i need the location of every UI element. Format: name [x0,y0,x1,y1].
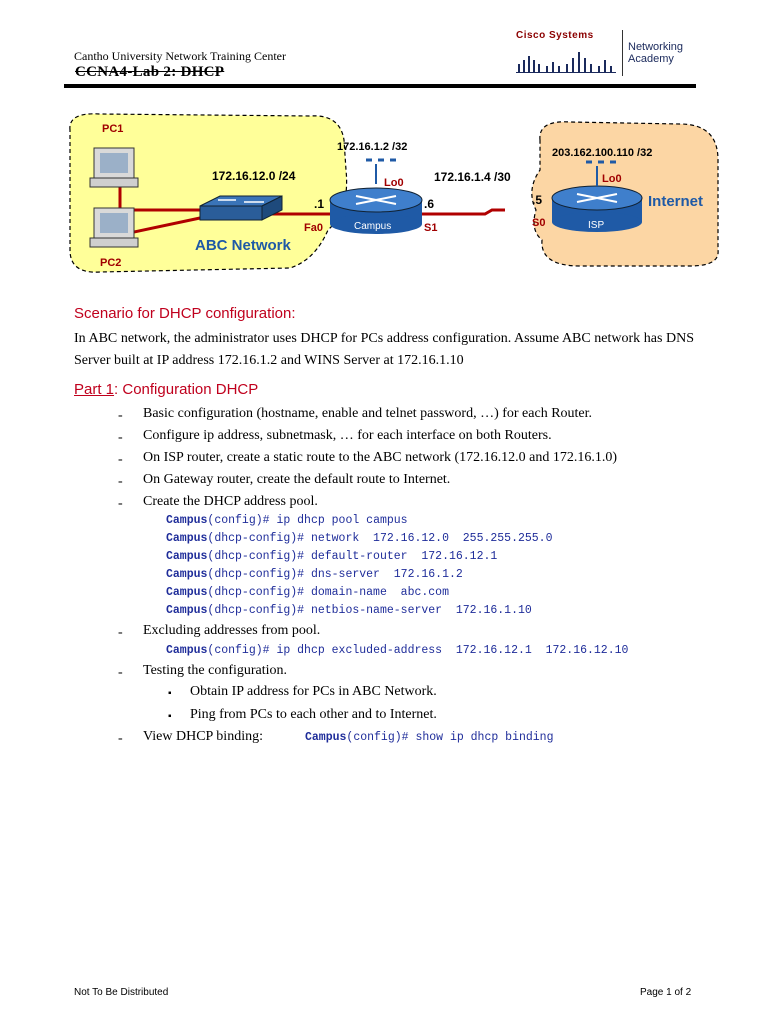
code-line: Campus(dhcp-config)# default-router 172.… [166,550,498,563]
part1-heading: Part 1: Configuration DHCP [74,381,259,398]
lo0-right-marker [586,160,616,186]
pc2-icon [89,207,139,248]
fa0-host-label: .1 [314,197,324,211]
bullet-dash: - [118,496,123,511]
cisco-wordmark: Cisco Systems [516,30,594,41]
code-line: Campus(dhcp-config)# netbios-name-server… [166,604,532,617]
pc1-label: PC1 [102,123,123,135]
code-line: Campus(config)# ip dhcp excluded-address… [166,644,629,657]
networking-academy-label: Networking Academy [628,41,684,65]
bullet-item: Configure ip address, subnetmask, … for … [143,428,552,443]
sub-bullet-marker: ▪ [168,688,172,699]
footer-left: Not To Be Distributed [74,987,169,998]
sub-bullet-item: Obtain IP address for PCs in ABC Network… [190,684,437,699]
lan-net-label: 172.16.12.0 /24 [212,169,296,183]
bullet-dash: - [118,625,123,640]
isp-label: ISP [588,220,604,231]
scenario-heading: Scenario for DHCP configuration: [74,305,296,322]
bullet-dash: - [118,665,123,680]
sub-bullet-marker: ▪ [168,711,172,722]
bullet-dash: - [118,430,123,445]
code-line: Campus(dhcp-config)# network 172.16.12.0… [166,532,553,545]
code-line: Campus(config)# show ip dhcp binding [305,731,554,744]
s1-host-label: .6 [424,197,434,211]
bullet-dash: - [118,408,123,423]
code-line: Campus(dhcp-config)# dns-server 172.16.1… [166,568,463,581]
lo0-right-label: Lo0 [602,173,622,185]
bullet-item: Testing the configuration. [143,663,288,678]
document-title: CCNA4-Lab 2: DHCP [75,64,225,80]
s0-label: S0 [532,217,545,229]
campus-router-icon [329,187,423,234]
header-rule [64,84,696,88]
pc2-label: PC2 [100,257,121,269]
abc-network-cloud [69,113,348,273]
lo0-left-ip-label: 172.16.1.2 /32 [337,141,407,153]
bullet-dash: - [118,731,123,746]
header-org: Cantho University Network Training Cente… [74,49,286,63]
network-diagram: PC1 PC2 172.16.12.0 /24 ABC Network 172.… [69,113,719,273]
lo0-left-marker [366,158,396,184]
scenario-text: In ABC network, the administrator uses D… [74,331,694,368]
bullet-item: On Gateway router, create the default ro… [143,472,451,487]
sub-bullet-item: Ping from PCs to each other and to Inter… [190,707,437,722]
lo0-left-label: Lo0 [384,177,404,189]
pc1-icon [89,147,139,188]
campus-label: Campus [354,221,391,232]
isp-router-icon [551,185,643,232]
abc-network-label: ABC Network [195,237,292,254]
internet-label: Internet [648,193,703,210]
switch-icon [199,195,283,221]
s1-label: S1 [424,222,437,234]
bullet-dash: - [118,452,123,467]
footer-page-number: Page 1 of 2 [640,987,692,998]
bullet-item: On ISP router, create a static route to … [143,450,618,465]
lo0-right-ip-label: 203.162.100.110 /32 [552,147,652,159]
bullet-item: Excluding addresses from pool. [143,623,321,638]
bullet-item: Basic configuration (hostname, enable an… [143,406,593,421]
code-line: Campus(dhcp-config)# domain-name abc.com [166,586,449,599]
bullet-item: Create the DHCP address pool. [143,494,318,509]
s0-host-label: .5 [532,193,542,207]
cisco-bridge-icon [516,52,616,73]
serial-net-label: 172.16.1.4 /30 [434,170,511,184]
bullet-item: View DHCP binding: [143,729,263,744]
fa0-label: Fa0 [304,222,323,234]
logo-divider [622,30,623,76]
cisco-logo: Cisco Systems Networking Academy [516,30,696,76]
code-line: Campus(config)# ip dhcp pool campus [166,514,408,527]
bullet-dash: - [118,474,123,489]
